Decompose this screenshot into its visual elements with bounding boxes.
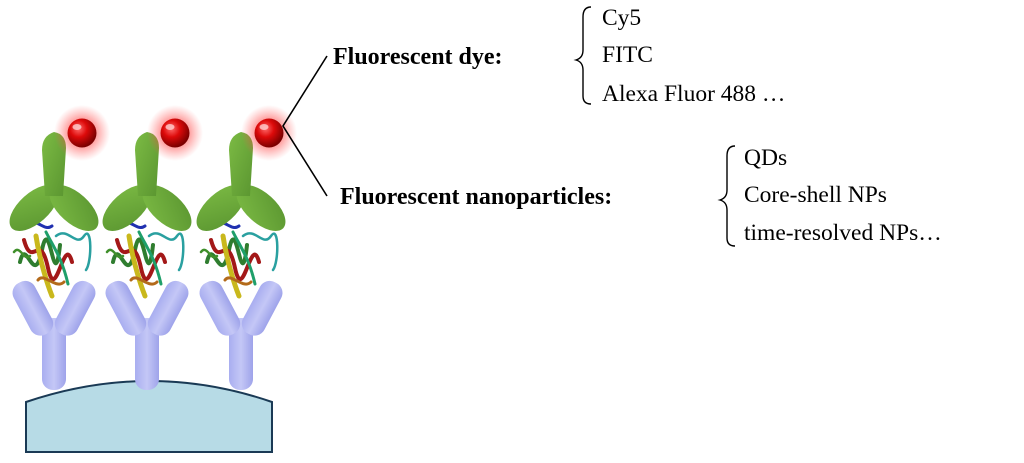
capture-antibody: [105, 280, 189, 390]
protein-strand: [22, 238, 74, 282]
category-label: Fluorescent nanoparticles:: [340, 184, 612, 210]
antigen-protein: [12, 221, 92, 299]
antibody-assemblies: [9, 105, 297, 390]
substrate-surface: [25, 380, 273, 453]
brace: [573, 6, 592, 105]
fluorophore-bead: [254, 118, 284, 148]
protein-strand: [126, 233, 148, 299]
list-item: Alexa Fluor 488 …: [602, 81, 785, 107]
fluorophore-highlight: [259, 124, 269, 130]
list-item: Core-shell NPs: [744, 182, 887, 208]
category-fluorescent-dye: Fluorescent dye: Cy5 FITC Alexa Fluor 48…: [333, 5, 785, 107]
fluorophore: [241, 105, 297, 161]
protein-strand: [137, 230, 163, 286]
detection-antibody-arm: [236, 185, 286, 231]
capture-antibody-stem: [229, 318, 253, 390]
fluorophore-bead: [160, 118, 190, 148]
protein-strand: [241, 232, 279, 272]
capture-antibody-stem: [135, 318, 159, 390]
antigen-protein: [105, 221, 185, 299]
assembly: [102, 105, 203, 390]
protein-strand: [54, 232, 92, 272]
fluorophore: [54, 105, 110, 161]
capture-antibody: [12, 280, 96, 390]
list-item: FITC: [602, 42, 653, 68]
list-item: time-resolved NPs…: [744, 220, 942, 246]
capture-antibody-arm: [54, 280, 96, 336]
detection-antibody-arm: [49, 185, 99, 231]
list-item: QDs: [744, 145, 787, 171]
fluorophore: [147, 105, 203, 161]
detection-antibody-arm: [9, 185, 59, 231]
capture-antibody-arm: [199, 280, 241, 336]
capture-antibody-arm: [147, 280, 189, 336]
capture-antibody-arm: [105, 280, 147, 336]
detection-antibody-arm: [196, 185, 246, 231]
assembly: [196, 105, 297, 390]
list-item: Cy5: [602, 5, 641, 31]
fluorophore-bead: [67, 118, 97, 148]
capture-antibody-arm: [241, 280, 283, 336]
assembly: [9, 105, 110, 390]
protein-strand: [147, 232, 185, 272]
detection-antibody-arm: [102, 185, 152, 231]
protein-strand: [129, 276, 159, 286]
detection-antibody-arm: [142, 185, 192, 231]
protein-strand: [105, 248, 125, 259]
protein-strand: [223, 276, 253, 286]
capture-antibody-arm: [12, 280, 54, 336]
connector-line: [282, 55, 328, 197]
protein-strand: [209, 238, 261, 282]
protein-strand: [231, 230, 257, 286]
protein-strand: [33, 233, 55, 299]
protein-strand: [199, 248, 219, 259]
fluorophore-highlight: [165, 124, 175, 130]
protein-strand: [220, 233, 242, 299]
protein-strand: [36, 276, 66, 286]
antigen-protein: [199, 221, 279, 299]
capture-antibody: [199, 280, 283, 390]
protein-strand: [12, 248, 32, 259]
protein-strand: [115, 238, 167, 282]
protein-strand: [44, 230, 70, 286]
category-label: Fluorescent dye:: [333, 44, 503, 70]
capture-antibody-stem: [42, 318, 66, 390]
category-fluorescent-nanoparticles: Fluorescent nanoparticles: QDs Core-shel…: [340, 145, 942, 247]
brace: [717, 145, 736, 247]
fluorophore-highlight: [72, 124, 82, 130]
